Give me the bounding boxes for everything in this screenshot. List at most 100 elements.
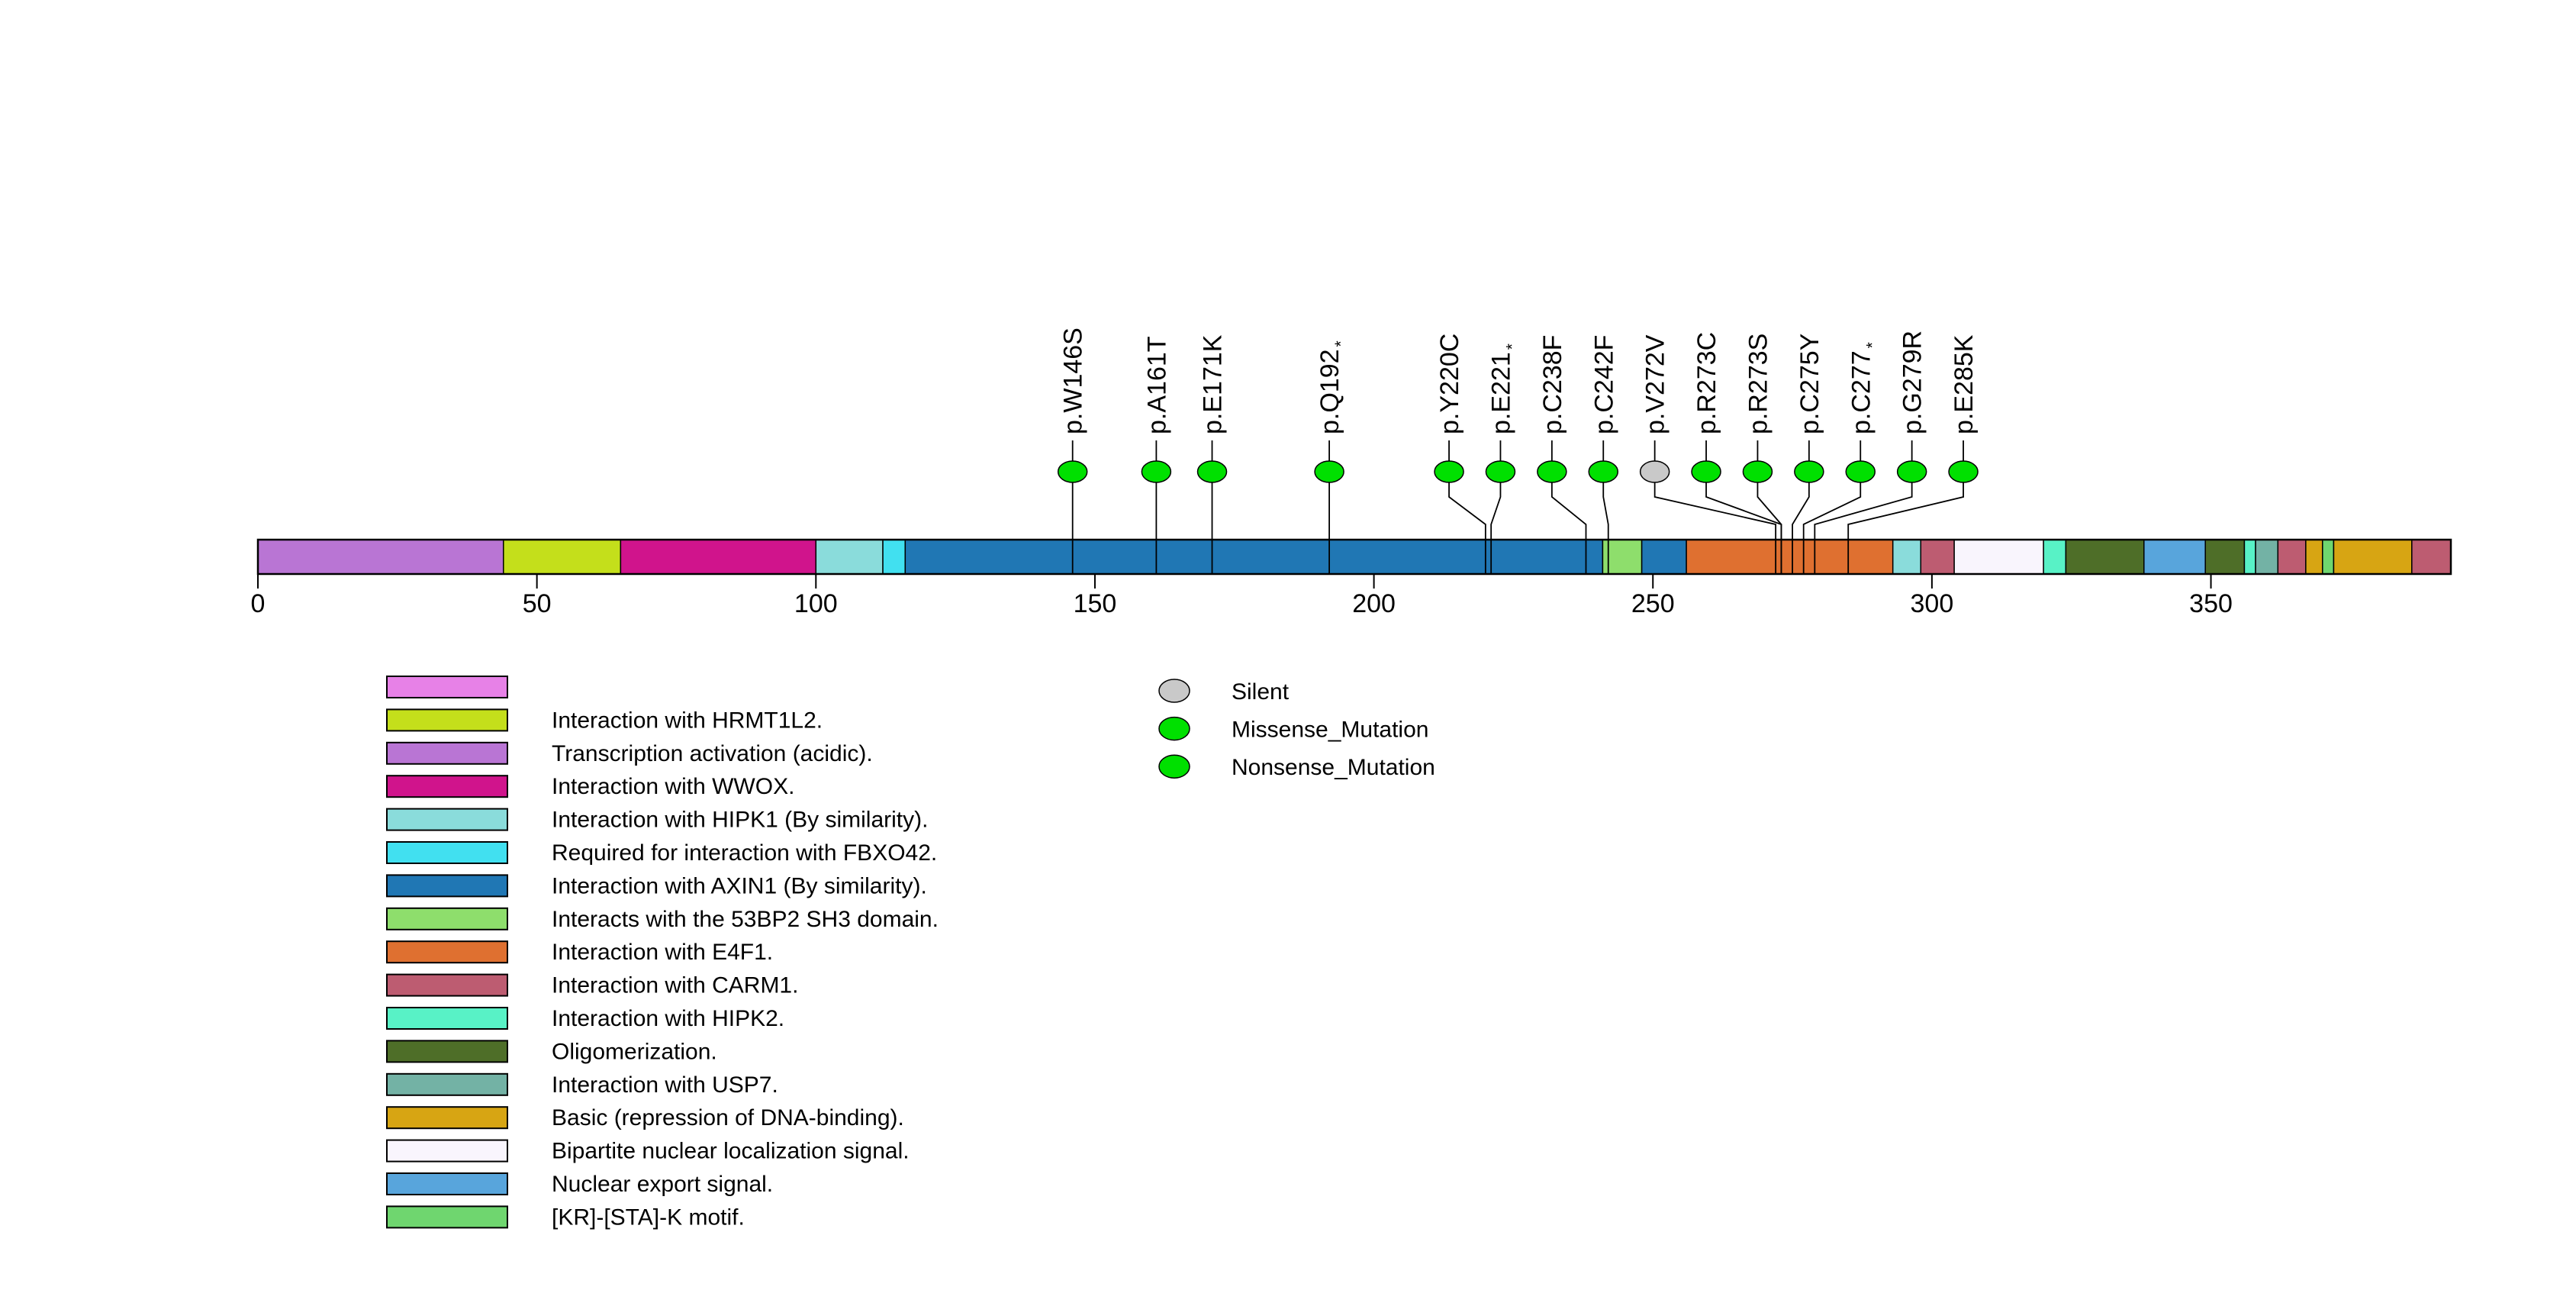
domain-segment bbox=[1892, 539, 1922, 575]
lollipop-head bbox=[1794, 460, 1824, 483]
mutation-type-swatch bbox=[1158, 754, 1190, 779]
legend-label: Oligomerization. bbox=[552, 1039, 717, 1064]
legend-swatch bbox=[386, 907, 508, 930]
axis-tick-label: 300 bbox=[1911, 589, 1954, 618]
domain-segment bbox=[2322, 539, 2335, 575]
mutation-label: p.R273C bbox=[1692, 332, 1721, 434]
legend-swatch bbox=[386, 1007, 508, 1030]
mutation-label: p.A161T bbox=[1142, 336, 1171, 434]
domain-legend-group: Interaction with HRMT1L2. Transcription a… bbox=[386, 676, 939, 1230]
domain-segment bbox=[2411, 539, 2452, 575]
domain-segment bbox=[2143, 539, 2206, 575]
legend-swatch bbox=[386, 741, 508, 765]
lollipop-head bbox=[1485, 460, 1516, 483]
nonsense-asterisk: * bbox=[1332, 340, 1350, 347]
legend-swatch bbox=[386, 1172, 508, 1195]
legend-label: Interaction with CARM1. bbox=[552, 973, 798, 998]
mutation-type-swatch bbox=[1158, 716, 1190, 741]
axis-tick-label: 50 bbox=[523, 589, 552, 618]
legend-label: Interaction with USP7. bbox=[552, 1072, 778, 1098]
legend-swatch bbox=[386, 1205, 508, 1229]
domain-segment bbox=[815, 539, 884, 575]
mutation-label: p.E221* bbox=[1486, 343, 1521, 434]
lollipop-head bbox=[1057, 460, 1088, 483]
legend-label: Basic (repression of DNA-binding). bbox=[552, 1105, 904, 1130]
lollipop-head bbox=[1141, 460, 1172, 483]
legend-label: Required for interaction with FBXO42. bbox=[552, 840, 937, 866]
lollipop-head bbox=[1948, 460, 1979, 483]
axis-tick-label: 350 bbox=[2189, 589, 2233, 618]
domain-segment bbox=[1686, 539, 1894, 575]
mutation-label: p.V272V bbox=[1641, 334, 1670, 434]
mutation-label: p.C277* bbox=[1847, 342, 1881, 434]
lollipop-head bbox=[1691, 460, 1721, 483]
domain-segment bbox=[1953, 539, 2044, 575]
domain-segment bbox=[2333, 539, 2413, 575]
domain-segment bbox=[2204, 539, 2246, 575]
legend-label: Interaction with WWOX. bbox=[552, 774, 794, 799]
legend-label: Interaction with HIPK1 (By similarity). bbox=[552, 808, 928, 833]
lollipop-head bbox=[1196, 460, 1228, 483]
heads-group bbox=[1057, 460, 1979, 483]
legend-label: Transcription activation (acidic). bbox=[552, 741, 873, 766]
domain-segment bbox=[620, 539, 817, 575]
mutation-type-label: Silent bbox=[1232, 679, 1290, 705]
lollipop-head bbox=[1742, 460, 1773, 483]
mutation-label: p.Q192* bbox=[1315, 340, 1350, 434]
lollipop-head bbox=[1639, 460, 1670, 483]
lollipop-head bbox=[1845, 460, 1876, 483]
domain-segment bbox=[1641, 539, 1687, 575]
legend-label: [KR]-[STA]-K motif. bbox=[552, 1205, 745, 1230]
lollipop-head bbox=[1588, 460, 1618, 483]
nonsense-asterisk: * bbox=[1863, 342, 1881, 348]
domain-segment bbox=[882, 539, 906, 575]
mutation-type-swatch bbox=[1158, 679, 1190, 703]
legend-swatch bbox=[386, 775, 508, 798]
axis-tick-label: 250 bbox=[1631, 589, 1675, 618]
axis-tick-label: 150 bbox=[1074, 589, 1117, 618]
domain-segment bbox=[2065, 539, 2145, 575]
mutation-label: p.R273S bbox=[1744, 334, 1773, 434]
legend-swatch bbox=[386, 1072, 508, 1096]
legend-label: Interaction with AXIN1 (By similarity). bbox=[552, 873, 927, 898]
legend-swatch bbox=[386, 676, 508, 698]
axis-tick-label: 100 bbox=[794, 589, 838, 618]
mutation-label: p.C242F bbox=[1589, 335, 1618, 434]
mutation-label: p.Y220C bbox=[1435, 334, 1464, 434]
protein-bar-group bbox=[256, 538, 2452, 576]
legend-label: Interaction with HRMT1L2. bbox=[552, 708, 823, 733]
domain-segment bbox=[2305, 539, 2323, 575]
domain-segment bbox=[2243, 539, 2256, 575]
lollipop-head bbox=[1537, 460, 1567, 483]
mutation-label: p.G279R bbox=[1898, 331, 1927, 434]
domain-segment bbox=[2277, 539, 2307, 575]
domain-segment bbox=[1602, 539, 1643, 575]
mutation-label: p.C275Y bbox=[1795, 334, 1824, 434]
domain-segment bbox=[257, 539, 504, 575]
legend-swatch bbox=[386, 808, 508, 831]
legend-swatch bbox=[386, 841, 508, 864]
axis-tick-label: 0 bbox=[251, 589, 266, 618]
mutation-label: p.E171K bbox=[1199, 334, 1228, 434]
legend-swatch bbox=[386, 1139, 508, 1163]
legend-swatch bbox=[386, 1040, 508, 1063]
domain-segment bbox=[503, 539, 622, 575]
mutation-label: p.C238F bbox=[1538, 335, 1567, 434]
legend-swatch bbox=[386, 874, 508, 898]
mutation-type-label: Missense_Mutation bbox=[1232, 718, 1428, 743]
axis-tick-label: 200 bbox=[1352, 589, 1396, 618]
legend-label: Bipartite nuclear localization signal. bbox=[552, 1139, 910, 1164]
domain-segment bbox=[2255, 539, 2279, 575]
lollipop-head bbox=[1314, 460, 1344, 483]
domain-segment bbox=[904, 539, 1604, 575]
legend-swatch bbox=[386, 1106, 508, 1130]
legend-label: Interaction with HIPK2. bbox=[552, 1006, 784, 1031]
mutation-type-label: Nonsense_Mutation bbox=[1232, 755, 1435, 780]
protein-bar-outline bbox=[256, 538, 2452, 576]
nonsense-asterisk: * bbox=[1503, 343, 1521, 350]
domain-segment bbox=[2043, 539, 2067, 575]
legend-label: Nuclear export signal. bbox=[552, 1172, 773, 1197]
